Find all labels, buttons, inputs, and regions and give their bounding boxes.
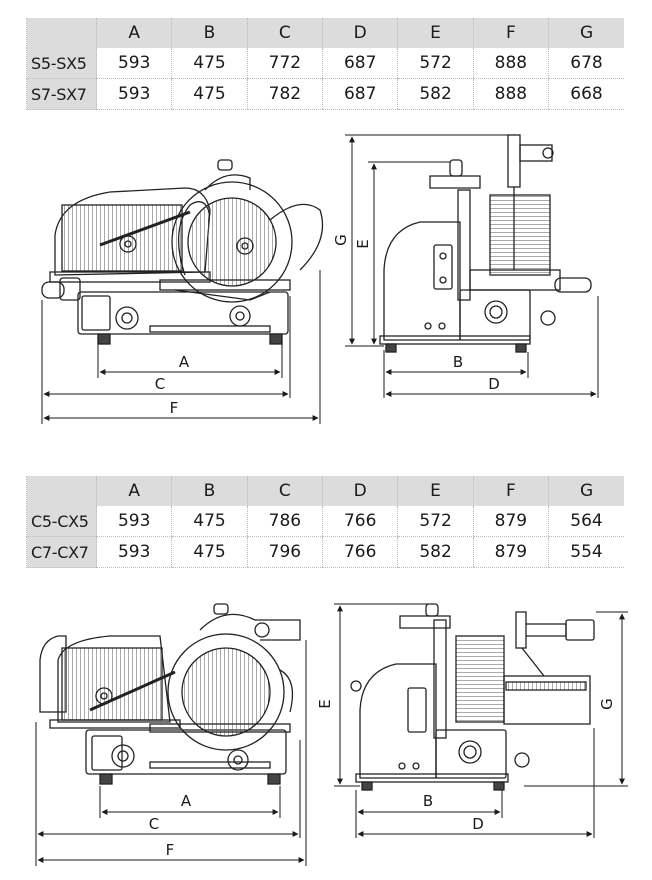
header-cell-g: G bbox=[548, 476, 624, 506]
dimension-label-f: F bbox=[166, 841, 175, 859]
dimension-label-e: E bbox=[354, 239, 372, 248]
value-cell: 772 bbox=[246, 48, 323, 79]
value-cell: 582 bbox=[397, 78, 474, 110]
value-cell: 582 bbox=[397, 536, 474, 568]
dimension-label-a: A bbox=[181, 792, 192, 810]
header-cell-e: E bbox=[397, 476, 474, 506]
header-cell-b: B bbox=[171, 476, 248, 506]
value-cell: 475 bbox=[171, 506, 248, 537]
value-cell: 796 bbox=[246, 536, 323, 568]
header-cell-c: C bbox=[246, 476, 323, 506]
table-row: C7-CX7 593 475 796 766 582 879 554 bbox=[26, 536, 624, 568]
header-cell-model bbox=[26, 476, 97, 506]
table-row: C5-CX5 593 475 786 766 572 879 564 bbox=[26, 506, 624, 537]
value-cell: 678 bbox=[548, 48, 624, 79]
side-dimensions-c bbox=[334, 603, 628, 838]
header-cell-f: F bbox=[472, 18, 549, 48]
value-cell: 687 bbox=[322, 78, 398, 110]
dimension-label-b: B bbox=[453, 353, 463, 371]
value-cell: 593 bbox=[95, 78, 172, 110]
header-cell-model bbox=[26, 18, 97, 48]
header-cell-d: D bbox=[322, 18, 398, 48]
value-cell: 786 bbox=[246, 506, 323, 537]
value-cell: 475 bbox=[171, 48, 248, 79]
dimension-label-b: B bbox=[423, 792, 433, 810]
model-cell: S5-SX5 bbox=[26, 48, 97, 79]
value-cell: 766 bbox=[322, 536, 398, 568]
value-cell: 888 bbox=[472, 78, 549, 110]
header-cell-e: E bbox=[397, 18, 474, 48]
slicer-front-view-c bbox=[39, 603, 301, 785]
slicer-side-view-s bbox=[379, 134, 592, 353]
value-cell: 475 bbox=[171, 78, 248, 110]
model-cell: S7-SX7 bbox=[26, 78, 97, 110]
value-cell: 879 bbox=[472, 536, 549, 568]
side-dimensions-s bbox=[345, 134, 599, 398]
value-cell: 687 bbox=[322, 48, 398, 79]
value-cell: 593 bbox=[95, 506, 172, 537]
dimension-label-c: C bbox=[155, 375, 165, 393]
header-cell-f: F bbox=[472, 476, 549, 506]
table-row: S5-SX5 593 475 772 687 572 888 678 bbox=[26, 48, 624, 79]
front-dimensions-c bbox=[35, 640, 307, 866]
dimension-label-f: F bbox=[170, 399, 179, 417]
value-cell: 593 bbox=[95, 48, 172, 79]
header-cell-d: D bbox=[322, 476, 398, 506]
table-row: S7-SX7 593 475 782 687 582 888 668 bbox=[26, 78, 624, 110]
dimension-label-g: G bbox=[332, 234, 350, 246]
dimensions-table-c-series: A B C D E F G C5-CX5 593 475 786 766 572… bbox=[26, 476, 624, 568]
header-cell-g: G bbox=[548, 18, 624, 48]
value-cell: 766 bbox=[322, 506, 398, 537]
header-cell-a: A bbox=[95, 476, 172, 506]
value-cell: 564 bbox=[548, 506, 624, 537]
value-cell: 782 bbox=[246, 78, 323, 110]
header-cell-b: B bbox=[171, 18, 248, 48]
dimension-label-a: A bbox=[179, 353, 190, 371]
dimension-label-c: C bbox=[149, 815, 159, 833]
dimensions-table-s-series: A B C D E F G S5-SX5 593 475 772 687 572… bbox=[26, 18, 624, 110]
value-cell: 668 bbox=[548, 78, 624, 110]
front-dimensions-s bbox=[41, 270, 321, 424]
model-cell: C5-CX5 bbox=[26, 506, 97, 537]
model-cell: C7-CX7 bbox=[26, 536, 97, 568]
slicer-side-view-c bbox=[350, 603, 595, 791]
value-cell: 888 bbox=[472, 48, 549, 79]
value-cell: 475 bbox=[171, 536, 248, 568]
value-cell: 572 bbox=[397, 48, 474, 79]
slicer-front-view-s bbox=[41, 159, 324, 345]
dimension-label-d: D bbox=[472, 815, 484, 833]
dimension-label-g: G bbox=[598, 698, 616, 710]
dimension-label-d: D bbox=[488, 375, 500, 393]
header-cell-c: C bbox=[246, 18, 323, 48]
table-header-row: A B C D E F G bbox=[26, 476, 624, 506]
dimension-label-e: E bbox=[316, 699, 334, 708]
value-cell: 593 bbox=[95, 536, 172, 568]
table-header-row: A B C D E F G bbox=[26, 18, 624, 48]
value-cell: 554 bbox=[548, 536, 624, 568]
value-cell: 879 bbox=[472, 506, 549, 537]
header-cell-a: A bbox=[95, 18, 172, 48]
value-cell: 572 bbox=[397, 506, 474, 537]
